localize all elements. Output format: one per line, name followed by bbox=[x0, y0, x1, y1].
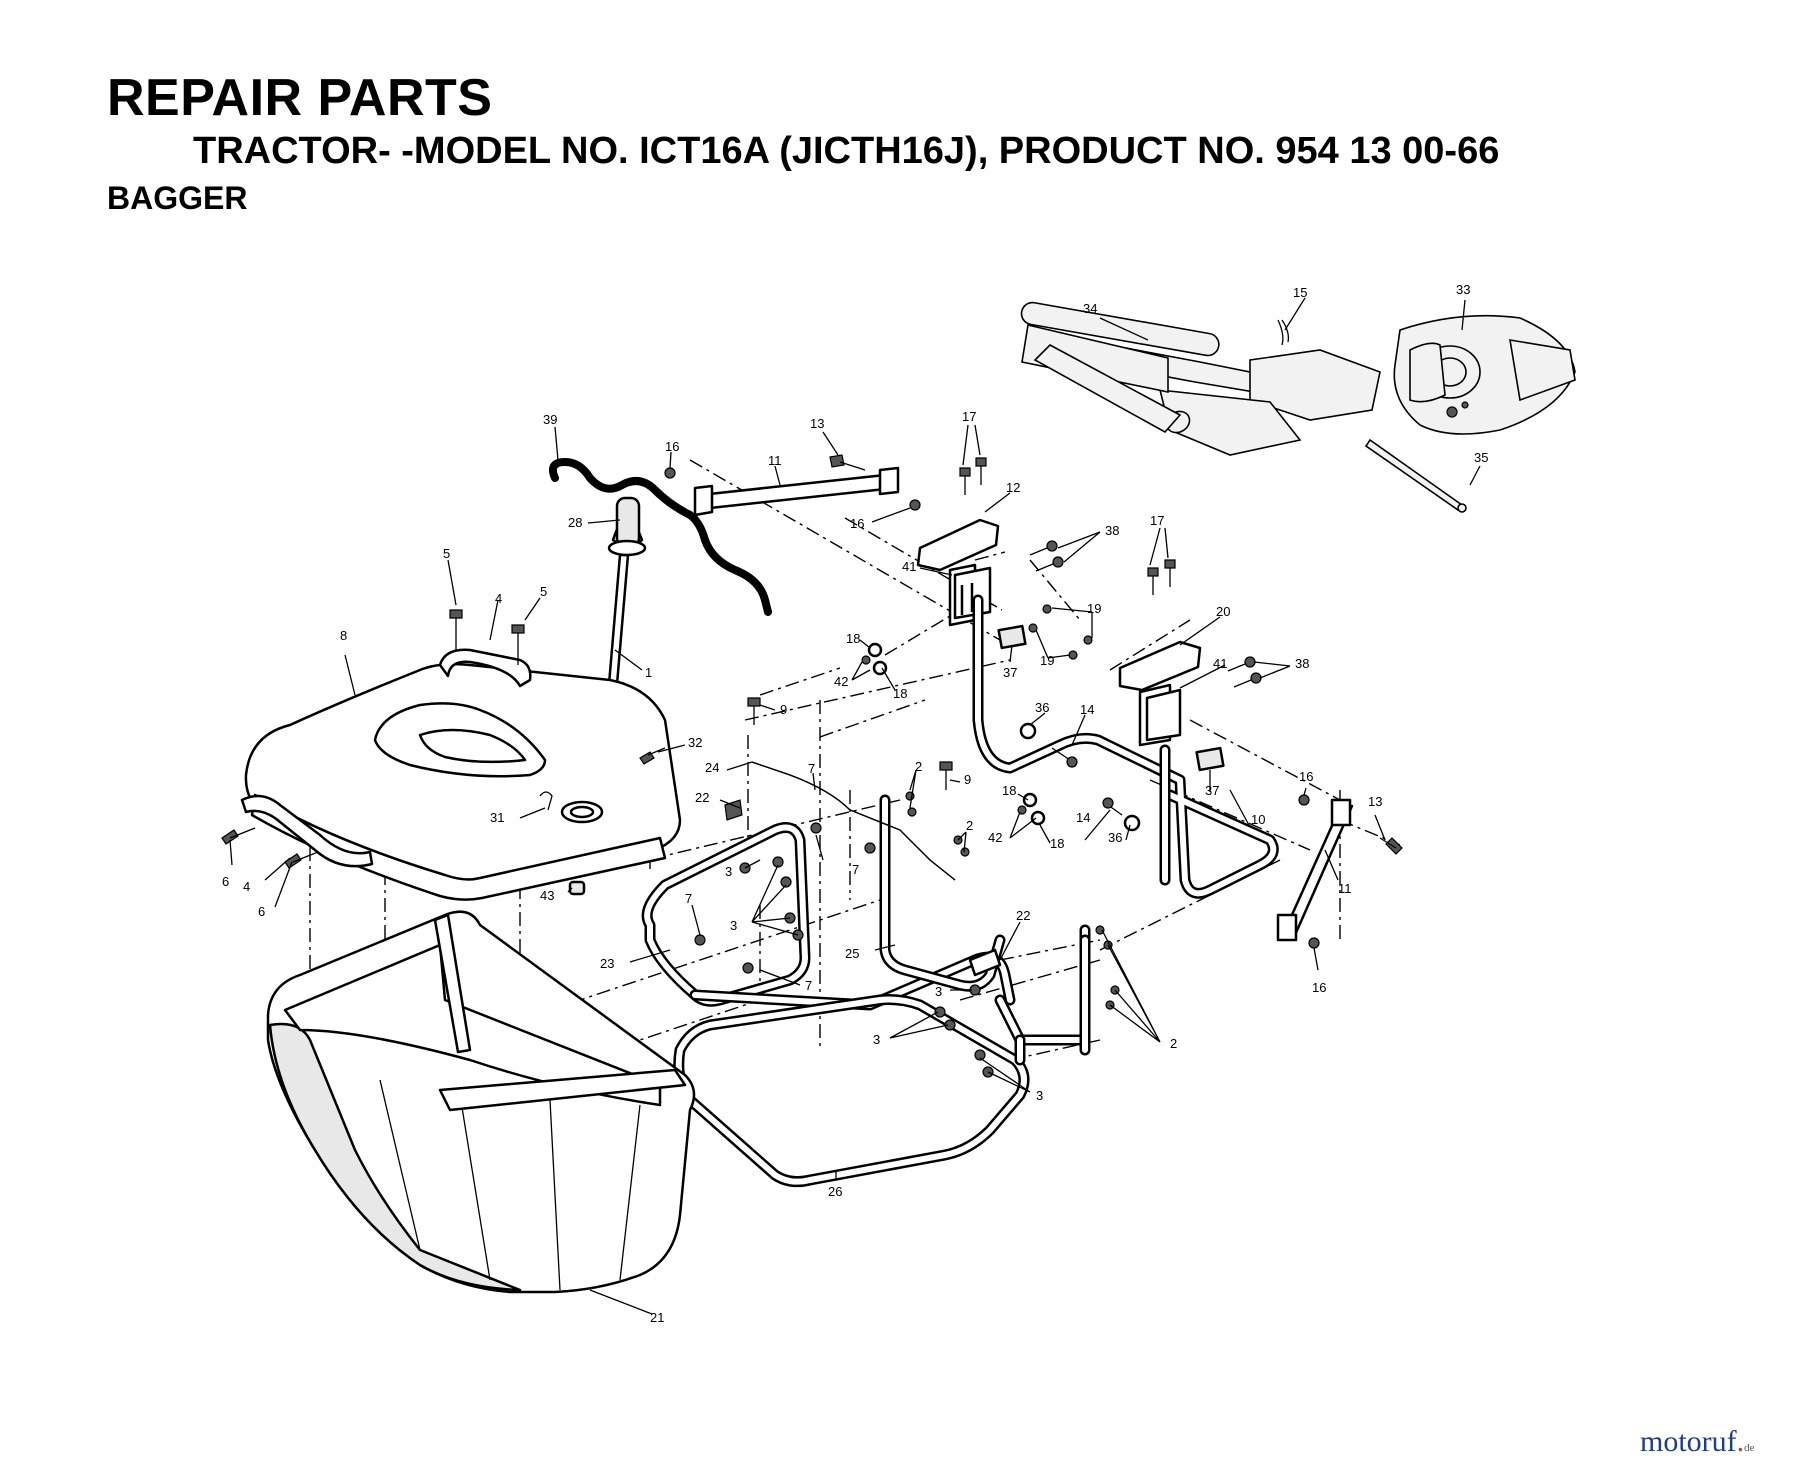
bracket-top bbox=[693, 466, 900, 517]
bracket-mount-left bbox=[916, 518, 1000, 627]
callout-numbers: 34 15 33 35 39 16 13 11 16 17 12 38 41 2… bbox=[222, 282, 1488, 1325]
bracket-right bbox=[1276, 798, 1354, 942]
bumper-right bbox=[1195, 746, 1225, 772]
watermark-logo[interactable]: motoruf.de bbox=[1640, 1425, 1755, 1459]
callout-3: 3 bbox=[730, 918, 737, 933]
callout-2: 2 bbox=[966, 818, 973, 833]
callout-2: 2 bbox=[915, 759, 922, 774]
callout-11: 11 bbox=[1338, 881, 1352, 896]
callout-9: 9 bbox=[780, 702, 787, 717]
callout-14: 14 bbox=[1076, 810, 1090, 825]
callout-13: 13 bbox=[1368, 794, 1382, 809]
callout-19: 19 bbox=[1087, 601, 1101, 616]
callout-42: 42 bbox=[834, 674, 848, 689]
callout-leaders bbox=[229, 297, 1481, 1315]
bag-frame-lower bbox=[673, 934, 1091, 1188]
callout-17: 17 bbox=[1150, 513, 1164, 528]
page-title: REPAIR PARTS bbox=[107, 69, 493, 127]
bag-cover bbox=[244, 662, 682, 901]
callout-31: 31 bbox=[490, 810, 504, 825]
section-title: BAGGER bbox=[107, 180, 248, 216]
callout-22: 22 bbox=[695, 790, 709, 805]
callout-14: 14 bbox=[1080, 702, 1094, 717]
callout-34: 34 bbox=[1083, 301, 1097, 316]
callout-13: 13 bbox=[810, 416, 824, 431]
watermark-tld: de bbox=[1744, 1442, 1755, 1454]
callout-25: 25 bbox=[845, 946, 859, 961]
watermark-name: motoruf bbox=[1640, 1425, 1737, 1458]
callout-16: 16 bbox=[850, 516, 864, 531]
callout-16: 16 bbox=[1299, 769, 1313, 784]
callout-3: 3 bbox=[873, 1032, 880, 1047]
callout-18: 18 bbox=[846, 631, 860, 646]
callout-3: 3 bbox=[725, 864, 732, 879]
callout-22: 22 bbox=[1016, 908, 1030, 923]
callout-9: 9 bbox=[964, 772, 971, 787]
callout-24: 24 bbox=[705, 760, 719, 775]
callout-42: 42 bbox=[988, 830, 1002, 845]
callout-7: 7 bbox=[852, 862, 859, 877]
callout-18: 18 bbox=[1002, 783, 1016, 798]
callout-37: 37 bbox=[1003, 665, 1017, 680]
callout-1: 1 bbox=[645, 665, 652, 680]
hitch-assembly bbox=[1020, 301, 1576, 513]
callout-6: 6 bbox=[222, 874, 229, 889]
callout-3: 3 bbox=[1036, 1088, 1043, 1103]
callout-6: 6 bbox=[258, 904, 265, 919]
grass-bag bbox=[266, 910, 696, 1294]
callout-20: 20 bbox=[1216, 604, 1230, 619]
callout-16: 16 bbox=[665, 439, 679, 454]
callout-33: 33 bbox=[1456, 282, 1470, 297]
callout-26: 26 bbox=[828, 1184, 842, 1199]
callout-39: 39 bbox=[543, 412, 557, 427]
callout-28: 28 bbox=[568, 515, 582, 530]
callout-32: 32 bbox=[688, 735, 702, 750]
callout-7: 7 bbox=[808, 761, 815, 776]
callout-15: 15 bbox=[1293, 285, 1307, 300]
callout-36: 36 bbox=[1035, 700, 1049, 715]
callout-16: 16 bbox=[1312, 980, 1326, 995]
callout-41: 41 bbox=[1213, 656, 1227, 671]
callout-4: 4 bbox=[495, 591, 502, 606]
callout-5: 5 bbox=[443, 546, 450, 561]
callout-17: 17 bbox=[962, 409, 976, 424]
callout-10: 10 bbox=[1251, 812, 1265, 827]
callout-35: 35 bbox=[1474, 450, 1488, 465]
callout-2: 2 bbox=[1170, 1036, 1177, 1051]
callout-8: 8 bbox=[340, 628, 347, 643]
callout-19: 19 bbox=[1040, 653, 1054, 668]
bumper-left bbox=[997, 624, 1027, 650]
deflector-rod bbox=[549, 458, 772, 616]
callout-3: 3 bbox=[935, 984, 942, 999]
callout-7: 7 bbox=[805, 978, 812, 993]
cover-handle-front bbox=[240, 794, 374, 868]
callout-4: 4 bbox=[243, 879, 250, 894]
callout-5: 5 bbox=[540, 584, 547, 599]
callout-23: 23 bbox=[600, 956, 614, 971]
callout-11: 11 bbox=[768, 453, 782, 468]
callout-12: 12 bbox=[1006, 480, 1020, 495]
callout-41: 41 bbox=[902, 559, 916, 574]
callout-43: 43 bbox=[540, 888, 554, 903]
callout-36: 36 bbox=[1108, 830, 1122, 845]
callout-38: 38 bbox=[1105, 523, 1119, 538]
cover-handle-top bbox=[438, 648, 532, 688]
callout-18: 18 bbox=[893, 686, 907, 701]
callout-37: 37 bbox=[1205, 783, 1219, 798]
bag-support-frame bbox=[972, 594, 1279, 899]
model-subtitle: TRACTOR- -MODEL NO. ICT16A (JICTH16J), P… bbox=[193, 130, 1500, 172]
callout-38: 38 bbox=[1295, 656, 1309, 671]
bracket-mount-right bbox=[1118, 640, 1202, 747]
callout-18: 18 bbox=[1050, 836, 1064, 851]
callout-7: 7 bbox=[685, 891, 692, 906]
callout-21: 21 bbox=[650, 1310, 664, 1325]
watermark-dot: . bbox=[1736, 1425, 1745, 1458]
